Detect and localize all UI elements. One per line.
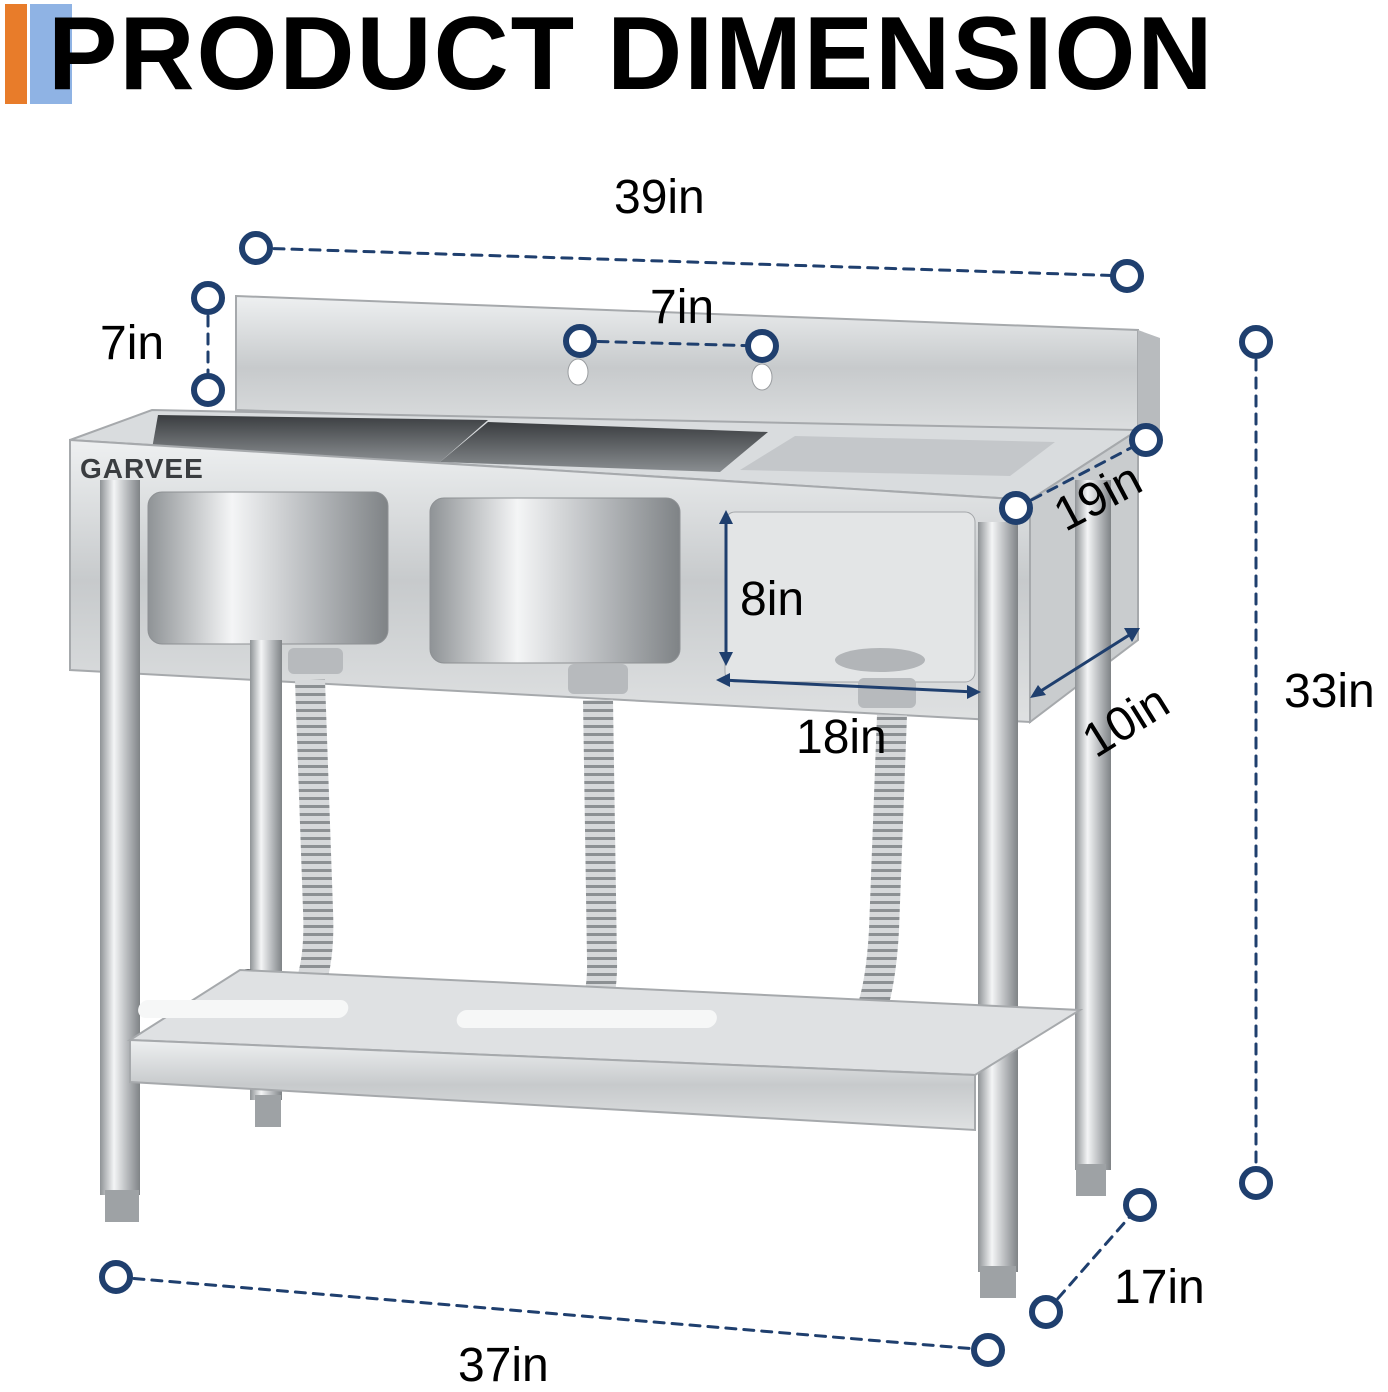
marker-faucet-right bbox=[745, 329, 779, 363]
title-banner: PRODUCT DIMENSION bbox=[0, 0, 1388, 110]
label-bowl-length: 18in bbox=[796, 711, 887, 764]
marker-faucet-left bbox=[563, 324, 597, 358]
dim-line-faucet-spacing bbox=[578, 339, 764, 348]
undershelf bbox=[126, 968, 1084, 1132]
dimension-lines bbox=[114, 246, 1258, 1352]
dimension-arrows bbox=[716, 510, 1140, 699]
marker-depth-front bbox=[999, 491, 1033, 525]
legs bbox=[100, 480, 1111, 1298]
faucet-hole-right bbox=[751, 363, 773, 391]
faucet-hole-left bbox=[567, 358, 589, 386]
marker-base-front bbox=[1029, 1295, 1063, 1329]
leg-front-left bbox=[100, 480, 140, 1195]
dim-line-overall-width bbox=[254, 246, 1129, 278]
marker-backsplash-top bbox=[191, 281, 225, 315]
bowl-left bbox=[147, 491, 389, 645]
marker-base-left bbox=[99, 1260, 133, 1294]
label-base-depth: 17in bbox=[1114, 1261, 1205, 1314]
marker-width-right bbox=[1110, 259, 1144, 293]
leg-back-right bbox=[1075, 480, 1111, 1170]
marker-height-bottom bbox=[1239, 1166, 1273, 1200]
label-faucet-spacing: 7in bbox=[650, 281, 715, 334]
dim-line-top-depth bbox=[1014, 438, 1148, 510]
label-overall-width: 39in bbox=[614, 171, 705, 224]
marker-base-right bbox=[971, 1333, 1005, 1367]
page-title: PRODUCT DIMENSION bbox=[48, 0, 1215, 112]
label-overall-height: 33in bbox=[1284, 665, 1375, 718]
dimension-markers bbox=[99, 231, 1273, 1367]
bowls bbox=[147, 491, 976, 683]
marker-width-left bbox=[239, 231, 273, 265]
accent-bar-blue bbox=[30, 4, 72, 104]
accent-bar-orange bbox=[5, 4, 27, 104]
bowl-opening-middle bbox=[440, 422, 768, 472]
dim-line-base-width bbox=[114, 1275, 990, 1352]
dim-line-bowl-width bbox=[1034, 630, 1136, 696]
dim-line-bowl-length bbox=[720, 678, 977, 694]
marker-backsplash-bottom bbox=[191, 373, 225, 407]
marker-depth-back bbox=[1129, 423, 1163, 457]
label-base-width: 37in bbox=[458, 1339, 549, 1392]
marker-height-top bbox=[1239, 325, 1273, 359]
brand-logo: GARVEE bbox=[80, 453, 204, 484]
leg-front-right bbox=[978, 522, 1018, 1272]
bowl-opening-right bbox=[740, 436, 1055, 476]
dim-line-base-depth bbox=[1044, 1203, 1142, 1314]
label-backsplash-height: 7in bbox=[100, 317, 165, 370]
drain-strainer bbox=[835, 648, 925, 672]
marker-base-back bbox=[1123, 1188, 1157, 1222]
label-bowl-depth: 8in bbox=[740, 573, 805, 626]
bowl-middle bbox=[429, 497, 681, 664]
